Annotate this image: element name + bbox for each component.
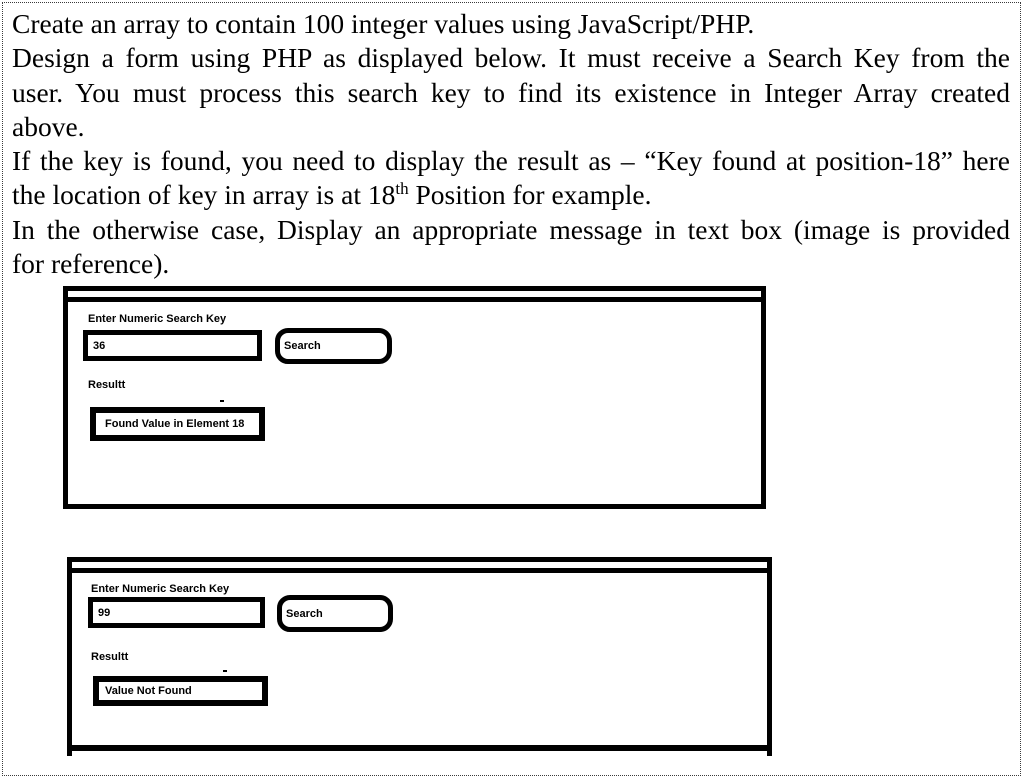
- search-form-mockup-found: Enter Numeric Search Key Search Resultt …: [63, 286, 766, 509]
- search-button[interactable]: Search: [275, 328, 392, 364]
- form-title-bar: [72, 562, 767, 573]
- result-textbox[interactable]: Value Not Found: [93, 676, 268, 706]
- stray-dash-mark: [220, 400, 224, 402]
- instruction-line: the location of key in array is at 18th …: [12, 179, 652, 211]
- instruction-line: Design a form using PHP as displayed bel…: [12, 42, 1010, 74]
- instruction-line: Create an array to contain 100 integer v…: [12, 8, 755, 39]
- instruction-line: If the key is found, you need to display…: [12, 145, 1010, 177]
- instruction-line: user. You must process this search key t…: [12, 76, 1010, 108]
- instruction-text: Create an array to contain 100 integer v…: [12, 7, 1010, 281]
- search-button[interactable]: Search: [277, 595, 393, 632]
- result-textbox[interactable]: Found Value in Element 18: [90, 407, 265, 441]
- result-label: Resultt: [91, 651, 129, 663]
- form-title-bar: [68, 291, 761, 302]
- search-key-label: Enter Numeric Search Key: [91, 583, 230, 595]
- stray-dash-mark: [223, 670, 227, 672]
- search-key-input[interactable]: [88, 597, 265, 628]
- instruction-line: In the otherwise case, Display an approp…: [12, 213, 1010, 245]
- instruction-line: above.: [12, 110, 85, 142]
- result-label: Resultt: [88, 379, 126, 391]
- search-key-label: Enter Numeric Search Key: [88, 313, 227, 325]
- instruction-line: for reference).: [12, 248, 170, 280]
- cropped-border-stub-left: [67, 751, 72, 756]
- cropped-border-stub-right: [767, 751, 772, 756]
- search-key-input[interactable]: [83, 330, 262, 361]
- search-form-mockup-not-found: Enter Numeric Search Key Search Resultt …: [67, 557, 772, 751]
